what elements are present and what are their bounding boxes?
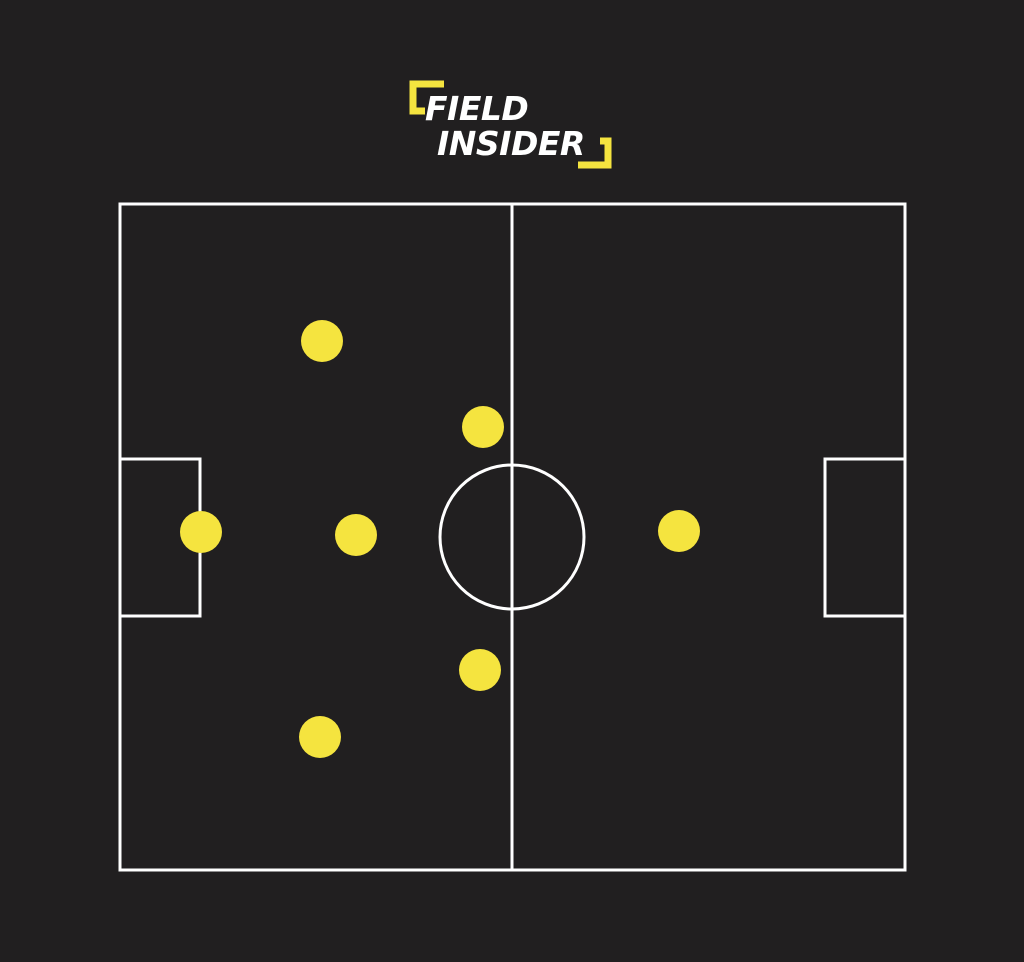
player-goalkeeper (180, 511, 222, 553)
logo-text-field: FIELD (425, 89, 528, 128)
logo-text-insider: INSIDER (437, 124, 585, 163)
field-insider-logo: FIELD INSIDER (409, 80, 612, 169)
player-center-defender (335, 514, 377, 556)
player-right-defender (299, 716, 341, 758)
player-right-midfielder (459, 649, 501, 691)
player-forward (658, 510, 700, 552)
pitch (118, 202, 907, 872)
center-circle (438, 463, 586, 611)
logo-bracket-top-left (409, 80, 444, 115)
player-left-midfielder (462, 406, 504, 448)
logo-bracket-bottom-right (578, 137, 612, 169)
right-penalty-box (823, 457, 907, 618)
players (180, 320, 700, 758)
player-left-defender (301, 320, 343, 362)
